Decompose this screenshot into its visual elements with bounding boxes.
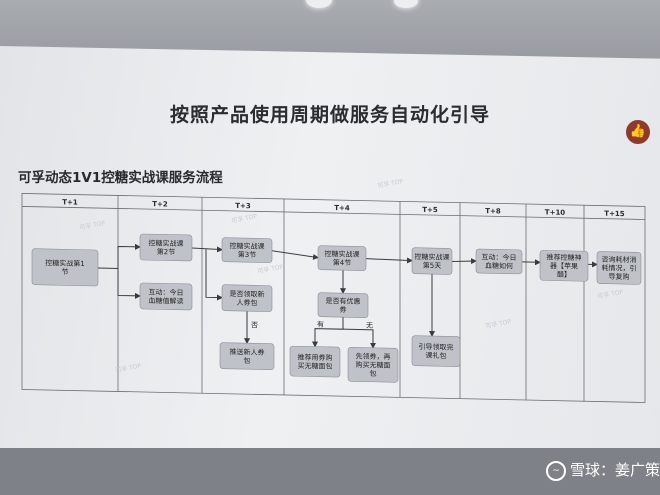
node-label: 第2节 [157, 247, 175, 256]
node-label: 互动：今日 [482, 252, 517, 262]
slide-title: 按照产品使用周期做服务自动化引导 [169, 104, 490, 126]
node-label: 控糖实战课 [415, 252, 450, 262]
node-label: 控糖实战课 [230, 241, 265, 251]
thumbs-up-icon: 👍 [626, 120, 650, 144]
header-divider [22, 206, 645, 220]
flow-edge [451, 258, 477, 265]
node-label: 第5天 [423, 261, 441, 270]
node-label: 包 [244, 356, 251, 365]
node-label: 互动：今日 [149, 287, 184, 297]
edge-label-has_coupon: 有 [317, 320, 324, 329]
node-label: 是否领取新 [230, 289, 265, 299]
node-label: 引导领取完 [419, 342, 454, 352]
watermark: 可孚 TOP [79, 219, 106, 232]
node-label: 器【苹果 [550, 261, 578, 271]
node-label: 先领券，再 [356, 351, 391, 361]
column-header-3: T+3 [235, 202, 251, 210]
flow-edge [98, 243, 141, 269]
node-label: 控糖实战第1 [45, 258, 84, 268]
flow-edge [191, 246, 223, 253]
flow-table-frame [21, 193, 646, 403]
brand-text: 雪球：姜广策 [570, 461, 660, 479]
watermark: 可孚 TOP [597, 288, 624, 301]
watermark: 可孚 TOP [485, 317, 512, 330]
column-header-4: T+4 [334, 204, 350, 212]
node-label: 耗情况，引 [602, 263, 637, 273]
node-label: 课礼包 [426, 351, 447, 360]
watermark: 可孚 TOP [115, 362, 142, 375]
ceiling-light [306, 0, 332, 8]
flow-edge [365, 257, 413, 264]
node-label: 第4节 [333, 258, 351, 267]
node-label: 血糖如何 [485, 261, 513, 271]
watermark: 可孚 TOP [377, 177, 404, 190]
flow-edge [205, 249, 223, 301]
edge-label-no_coupon_pack: 否 [251, 321, 258, 329]
node-label: 导复购 [609, 272, 630, 281]
node-label: 第3节 [238, 250, 256, 259]
node-label: 推荐用券购 [298, 352, 333, 362]
flow-edge [271, 250, 319, 260]
node-label: 血糖值解读 [149, 296, 184, 306]
column-header-6: T+8 [485, 207, 501, 215]
watermark: 可孚 TOP [231, 212, 258, 225]
xueqiu-logo-icon: ~ [546, 460, 566, 481]
flow-edge [312, 317, 344, 348]
column-header-5: T+5 [422, 206, 438, 214]
node-label: 控糖实战课 [149, 238, 184, 248]
edge-label-no_coupon: 无 [366, 322, 373, 330]
node-label: 是否有优惠 [326, 296, 361, 306]
ceiling-light [394, 0, 418, 8]
flow-subtitle: 可孚动态1V1控糖实战课服务流程 [18, 170, 223, 186]
column-header-7: T+10 [545, 208, 566, 216]
watermark: 可孚 TOP [257, 263, 284, 276]
flow-edge [117, 268, 141, 299]
node-label: 醋】 [557, 270, 571, 279]
column-header-8: T+15 [604, 210, 625, 218]
node-label: 推荐控糖神 [547, 252, 582, 262]
node-label: 控糖实战课 [325, 249, 360, 259]
node-label: 人券包 [237, 298, 258, 307]
node-label: 买无糖面包 [298, 361, 333, 371]
column-header-1: T+1 [62, 198, 78, 206]
column-header-2: T+2 [152, 200, 168, 208]
node-label: 购买无糖面 [356, 360, 391, 370]
node-label: 券 [340, 305, 347, 314]
flow-edge [343, 328, 376, 349]
node-label: 咨询耗材消 [602, 255, 637, 265]
node-label: 包 [370, 369, 377, 378]
footer-brand: ~雪球：姜广策 [546, 459, 660, 481]
node-label: 节 [62, 268, 69, 276]
node-label: 推送新人券 [230, 347, 265, 357]
